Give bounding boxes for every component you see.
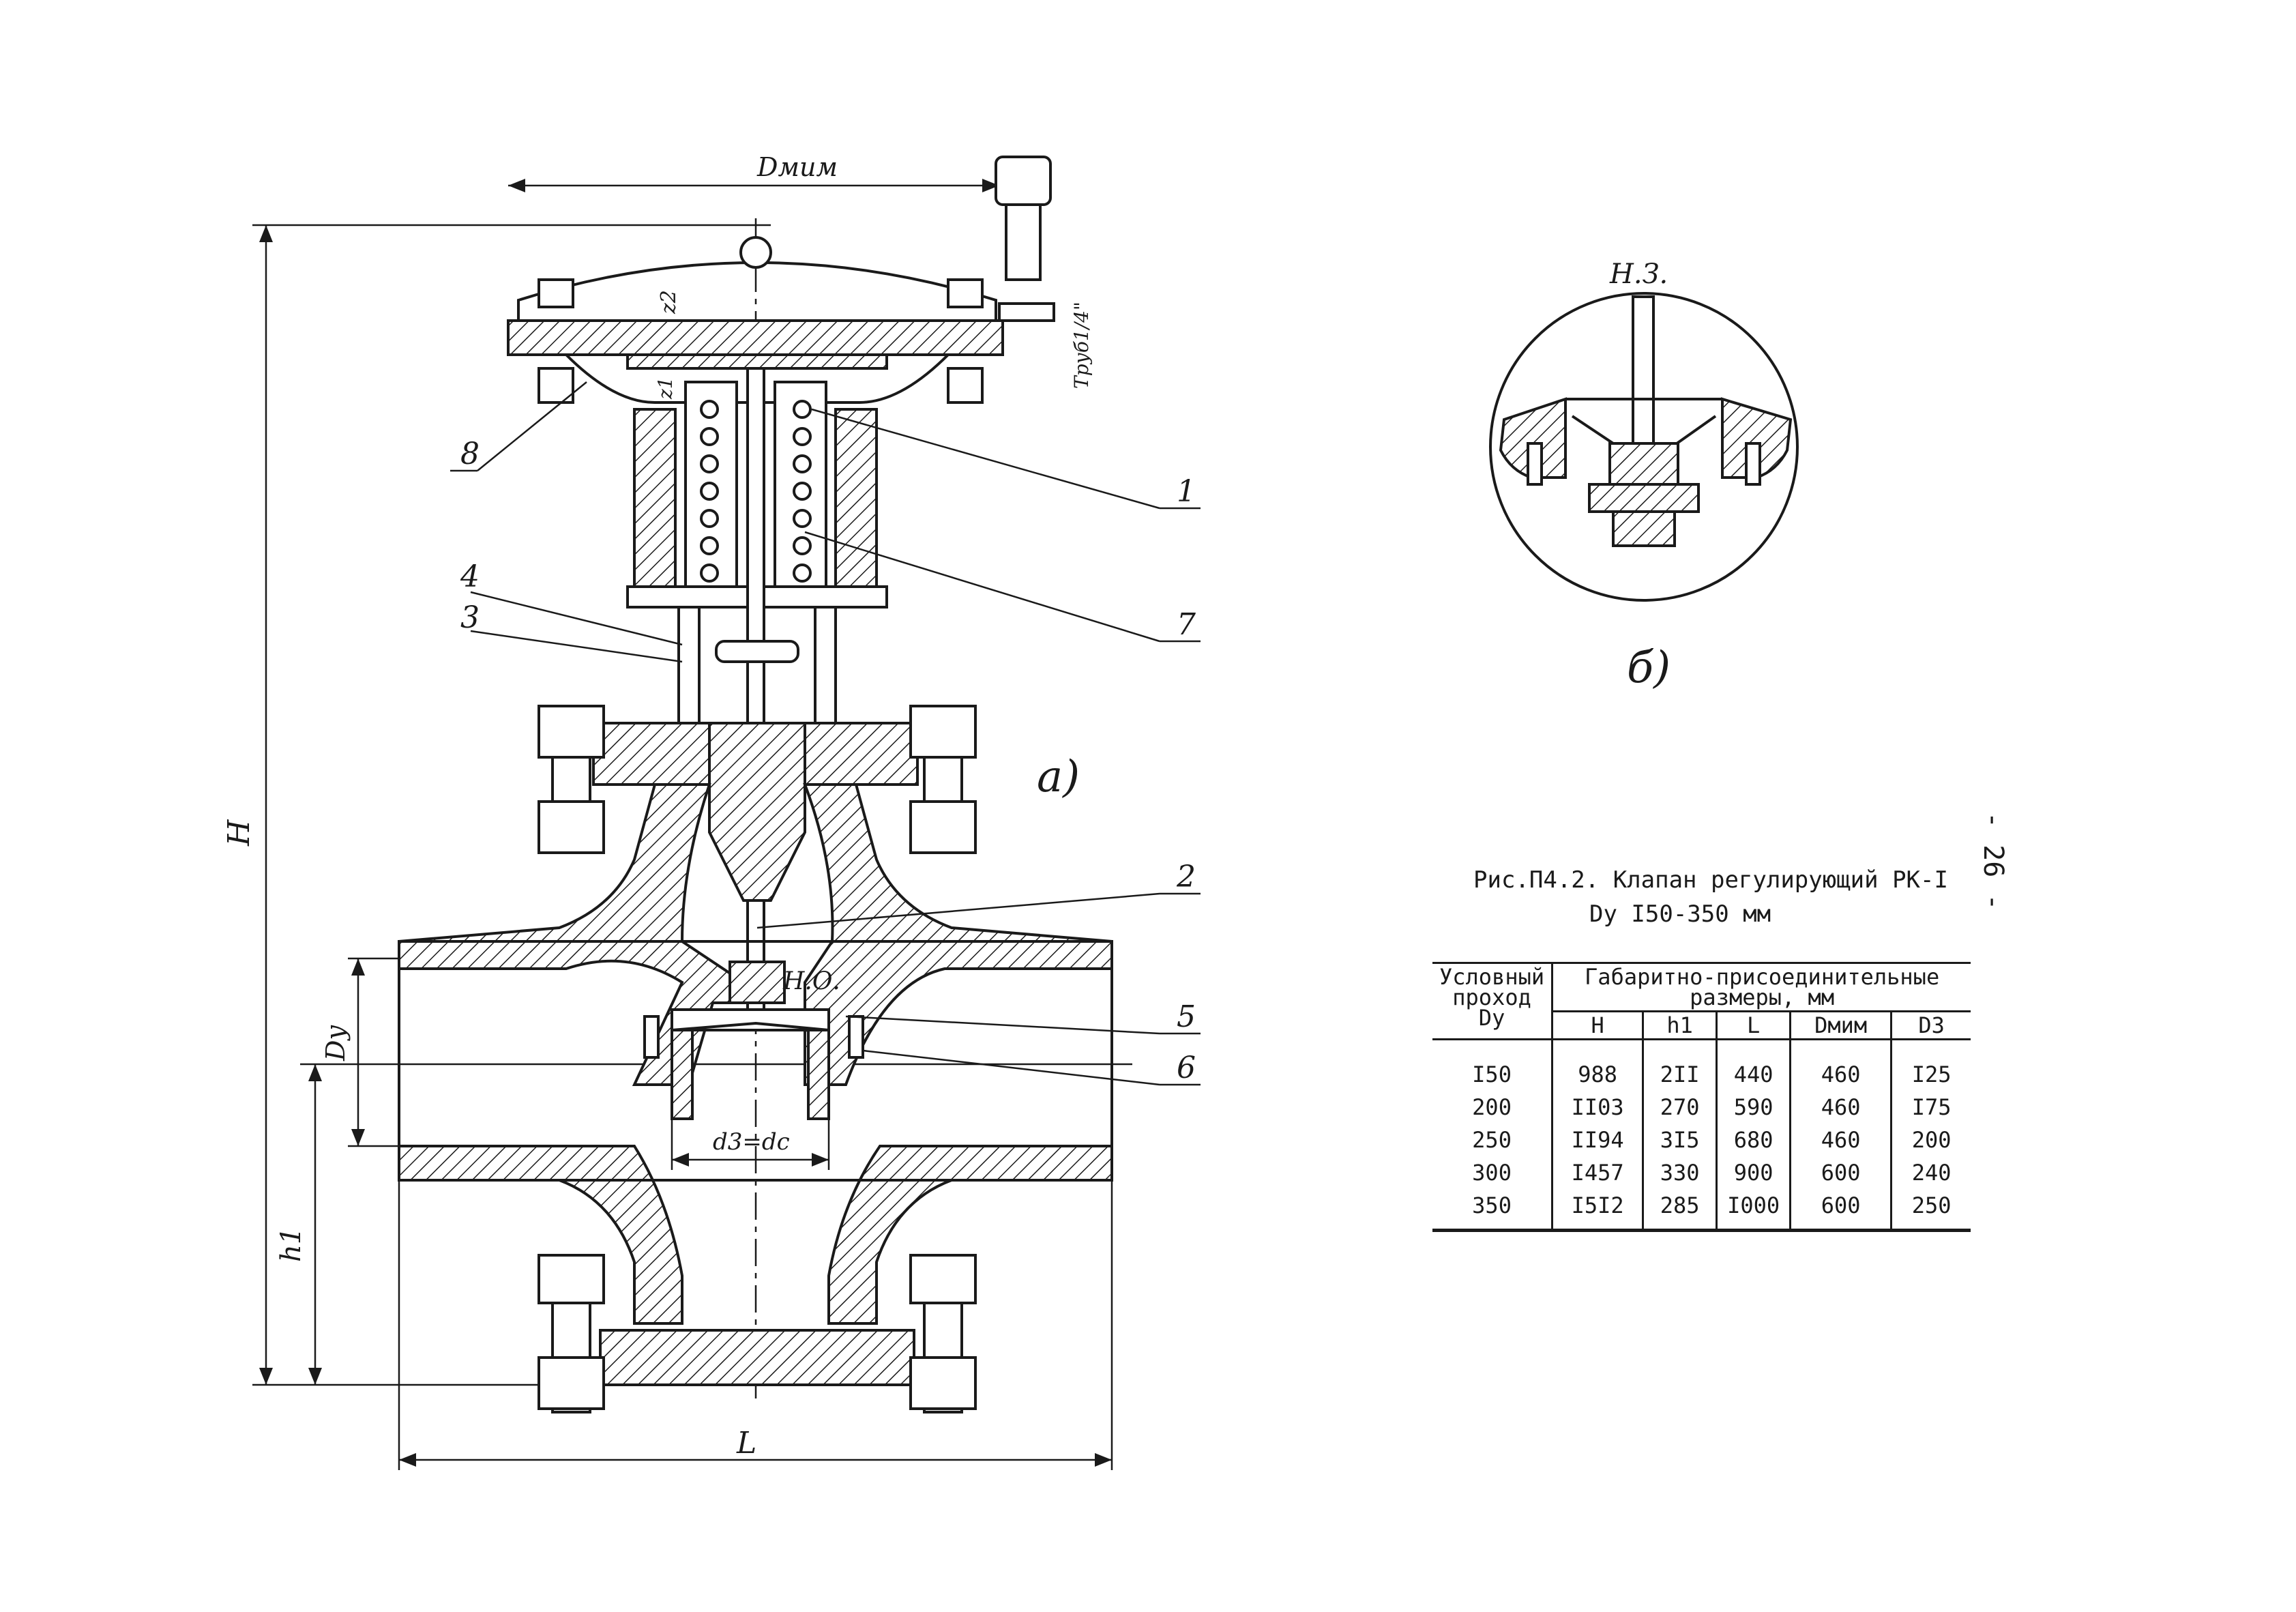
table-cell: 300 bbox=[1472, 1160, 1512, 1186]
label-d-mim: Dмим bbox=[756, 152, 838, 182]
table-cell: 200 bbox=[1911, 1127, 1952, 1153]
callout-8: 8 bbox=[460, 437, 480, 471]
label-pipe: Труб1/4" bbox=[1070, 302, 1093, 389]
label-h1: h1 bbox=[276, 1227, 307, 1262]
table-cell: 600 bbox=[1821, 1192, 1861, 1218]
table-cell: 330 bbox=[1660, 1160, 1700, 1186]
table-header-dy: Условный проход Dy bbox=[1432, 962, 1554, 1040]
table-cell: I5I2 bbox=[1571, 1192, 1624, 1218]
table-cell: 250 bbox=[1911, 1192, 1952, 1218]
label-dy: Dy bbox=[321, 1025, 351, 1061]
callout-7: 7 bbox=[1177, 607, 1196, 642]
callout-5: 5 bbox=[1177, 999, 1196, 1034]
table-cell: 460 bbox=[1821, 1094, 1861, 1120]
col-header-h: H bbox=[1551, 1010, 1645, 1040]
col-header-dmim: Dмим bbox=[1789, 1010, 1893, 1040]
table-cell: II03 bbox=[1571, 1094, 1624, 1120]
callout-1: 1 bbox=[1177, 474, 1196, 509]
table-cell: I000 bbox=[1727, 1192, 1780, 1218]
table-cell: 590 bbox=[1733, 1094, 1773, 1120]
table-cell: 900 bbox=[1733, 1160, 1773, 1186]
table-cell: 285 bbox=[1660, 1192, 1700, 1218]
table-cell: 2II bbox=[1660, 1061, 1700, 1087]
label-normally-open: Н.О. bbox=[782, 967, 840, 995]
table-cell: 350 bbox=[1472, 1192, 1512, 1218]
table-cell: I25 bbox=[1911, 1061, 1952, 1087]
label-length: L bbox=[736, 1426, 756, 1461]
figure-caption-subtitle: Dy I50-350 мм bbox=[1589, 900, 1771, 928]
col-header-l: L bbox=[1716, 1010, 1792, 1040]
page-number: - 26 - bbox=[1977, 812, 2009, 911]
table-header-group: Габаритно-присоединительные размеры, мм bbox=[1551, 962, 1971, 1012]
table-cell: 988 bbox=[1578, 1061, 1618, 1087]
view-label-detail: б) bbox=[1627, 643, 1671, 693]
dimensions-table: Условный проход Dy Габаритно-присоединит… bbox=[1432, 962, 1971, 1232]
table-cell: I50 bbox=[1472, 1061, 1512, 1087]
callout-3: 3 bbox=[460, 600, 480, 635]
table-cell: 680 bbox=[1733, 1127, 1773, 1153]
spring bbox=[700, 400, 812, 583]
table-cell: 240 bbox=[1911, 1160, 1952, 1186]
callout-6: 6 bbox=[1177, 1051, 1196, 1085]
callout-4: 4 bbox=[460, 559, 480, 594]
table-cell: I457 bbox=[1571, 1160, 1624, 1186]
table-cell: 3I5 bbox=[1660, 1127, 1700, 1153]
callout-2: 2 bbox=[1176, 860, 1196, 894]
table-cell: 460 bbox=[1821, 1061, 1861, 1087]
view-label-main: а) bbox=[1037, 752, 1080, 802]
table-cell: 200 bbox=[1472, 1094, 1512, 1120]
label-z2: z2 bbox=[657, 290, 681, 314]
table-cell: 600 bbox=[1821, 1160, 1861, 1186]
label-normally-closed: Н.З. bbox=[1609, 259, 1668, 290]
main-section-view: Dмим H h1 L Dy d3=dc z2 z1 Труб1/4" а) Н… bbox=[222, 152, 1201, 1470]
label-height: H bbox=[222, 819, 256, 847]
detail-view: Н.З. б) bbox=[1489, 259, 1799, 693]
col-header-d3: D3 bbox=[1890, 1010, 1971, 1040]
table-cell: 440 bbox=[1733, 1061, 1773, 1087]
table-cell: 270 bbox=[1660, 1094, 1700, 1120]
figure-caption-title: Рис.П4.2. Клапан регулирующий РК-I bbox=[1473, 866, 1948, 894]
label-z1: z1 bbox=[654, 377, 677, 400]
table-cell: I75 bbox=[1911, 1094, 1952, 1120]
col-header-h1: h1 bbox=[1642, 1010, 1718, 1040]
label-d3-dc: d3=dc bbox=[713, 1128, 790, 1156]
table-cell: II94 bbox=[1571, 1127, 1624, 1153]
table-cell: 250 bbox=[1472, 1127, 1512, 1153]
table-cell: 460 bbox=[1821, 1127, 1861, 1153]
